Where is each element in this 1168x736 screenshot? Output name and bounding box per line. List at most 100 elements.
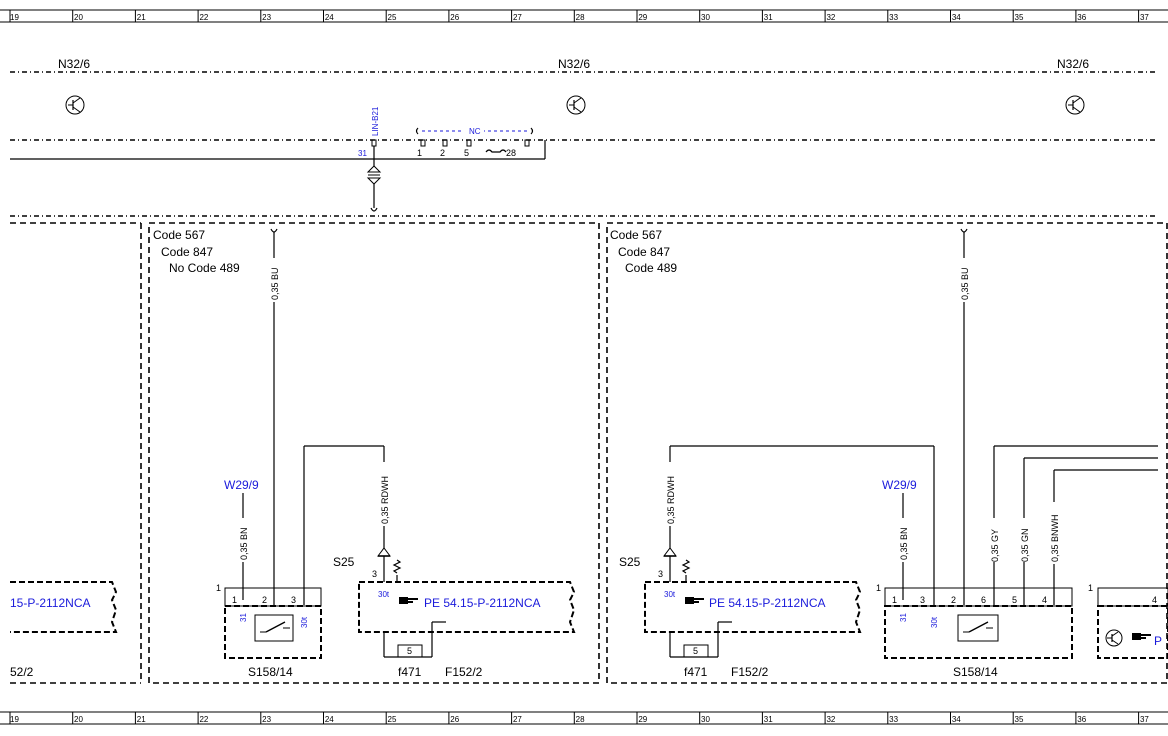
pin-label: 30t — [300, 616, 309, 628]
fuse-value: 5 — [693, 646, 698, 656]
ruler-column-label: 28 — [576, 715, 585, 724]
fuse-box-name[interactable]: F152/2 — [731, 665, 769, 679]
wire-bn-label[interactable]: 0,35 BN — [239, 527, 249, 560]
pin-label: 5 — [1012, 595, 1017, 605]
ruler-column-label: 27 — [513, 715, 522, 724]
n32-label-right[interactable]: N32/6 — [1057, 57, 1089, 71]
ruler-column-label: 27 — [513, 13, 522, 22]
ruler-column-label: 22 — [199, 13, 208, 22]
pin-label: 1 — [876, 583, 881, 593]
svg-text:5: 5 — [464, 148, 469, 158]
ruler-column-label: 37 — [1140, 13, 1149, 22]
s25-label[interactable]: S25 — [619, 555, 641, 569]
nc-label: NC — [469, 127, 481, 136]
fuse-box-name[interactable]: F152/2 — [445, 665, 483, 679]
lin-pin — [371, 139, 377, 147]
pe-box — [644, 581, 862, 633]
wire-bnwh-label[interactable]: 0,35 BNWH — [1050, 514, 1060, 562]
pin-label: 1 — [1088, 583, 1093, 593]
ground-symbol-icon — [377, 547, 391, 557]
nc-pin: 28 — [485, 139, 530, 158]
ruler-column-label: 22 — [199, 715, 208, 724]
ruler-column-label: 20 — [74, 13, 83, 22]
pin-label: 30t — [378, 590, 390, 599]
wire-rdwh-label[interactable]: 0,35 RDWH — [666, 476, 676, 524]
ruler-column-label: 23 — [262, 13, 271, 22]
ruler-column-label: 31 — [764, 715, 773, 724]
wire-bn-label[interactable]: 0,35 BN — [899, 527, 909, 560]
partial-component-label: 52/2 — [10, 665, 34, 679]
pin-label: 30t — [930, 616, 939, 628]
ruler-column-label: 28 — [576, 13, 585, 22]
pe-link[interactable]: PE 54.15-P-2112NCA — [424, 596, 541, 610]
pin-label: 1 — [232, 595, 237, 605]
pe-link-partial[interactable]: P — [1154, 634, 1162, 648]
ruler-column-label: 30 — [701, 715, 710, 724]
switch-icon — [260, 621, 290, 633]
code-line: Code 567 — [610, 228, 662, 242]
pin-label: 3 — [372, 569, 377, 579]
ground-symbol-icon — [663, 547, 677, 557]
w29-link[interactable]: W29/9 — [224, 478, 259, 492]
nc-pin: 1 — [417, 139, 426, 158]
code-line: No Code 489 — [169, 261, 240, 275]
ruler-column-label: 33 — [889, 13, 898, 22]
fuse-icon — [397, 644, 423, 658]
hand-pointer-icon — [685, 597, 704, 604]
svg-text:28: 28 — [506, 148, 516, 158]
code-line: Code 489 — [625, 261, 677, 275]
pe-box — [358, 581, 576, 633]
wire-gn-label[interactable]: 0,35 GN — [1020, 528, 1030, 562]
pe-link-partial[interactable]: 15-P-2112NCA — [10, 596, 90, 610]
pin-label: 4 — [1152, 595, 1157, 605]
wire-bu-label[interactable]: 0,35 BU — [960, 267, 970, 300]
switch-name[interactable]: S158/14 — [248, 665, 293, 679]
svg-text:2: 2 — [440, 148, 445, 158]
ruler-column-label: 25 — [388, 715, 397, 724]
w29-link[interactable]: W29/9 — [882, 478, 917, 492]
fuse-icon — [683, 644, 709, 658]
pin-label: 3 — [291, 595, 296, 605]
pin-label: 2 — [951, 595, 956, 605]
pin-label: 1 — [216, 583, 221, 593]
ruler-column-label: 30 — [701, 13, 710, 22]
svg-text:1: 1 — [417, 148, 422, 158]
pe-link[interactable]: PE 54.15-P-2112NCA — [709, 596, 826, 610]
ruler-column-label: 29 — [638, 715, 647, 724]
ruler-column-label: 36 — [1077, 13, 1086, 22]
resistor-icon — [392, 559, 402, 574]
ruler-column-label: 32 — [826, 715, 835, 724]
n32-label-mid[interactable]: N32/6 — [558, 57, 590, 71]
ruler-column-label: 24 — [325, 715, 334, 724]
pin-label: 4 — [1042, 595, 1047, 605]
s25-label[interactable]: S25 — [333, 555, 355, 569]
wire-rdwh-label[interactable]: 0,35 RDWH — [380, 476, 390, 524]
pin-label: 31 — [899, 613, 908, 622]
ruler-column-label: 25 — [388, 13, 397, 22]
ruler-column-label: 35 — [1015, 13, 1024, 22]
fuse-name[interactable]: f471 — [398, 665, 422, 679]
nc-bracket — [415, 127, 534, 135]
n32-label-left[interactable]: N32/6 — [58, 57, 90, 71]
pin-label: 3 — [920, 595, 925, 605]
wire-bu-label[interactable]: 0,35 BU — [270, 267, 280, 300]
hand-pointer-icon — [1132, 633, 1151, 640]
code-line: Code 847 — [618, 245, 670, 259]
hand-pointer-icon — [399, 597, 418, 604]
fuse-name[interactable]: f471 — [684, 665, 708, 679]
pin-label: 31 — [239, 613, 248, 622]
ruler-column-label: 37 — [1140, 715, 1149, 724]
switch-name[interactable]: S158/14 — [953, 665, 998, 679]
pin-label: 1 — [892, 595, 897, 605]
ruler-column-label: 26 — [450, 13, 459, 22]
pin-label: 30t — [664, 590, 676, 599]
ruler-column-label: 19 — [10, 13, 19, 22]
ruler-column-label: 21 — [137, 13, 146, 22]
transistor-icon — [1105, 629, 1123, 647]
code-line: Code 567 — [153, 228, 205, 242]
right-code-section — [606, 222, 1168, 684]
wire-gy-label[interactable]: 0,35 GY — [990, 529, 1000, 562]
transistor-icon — [566, 95, 586, 115]
